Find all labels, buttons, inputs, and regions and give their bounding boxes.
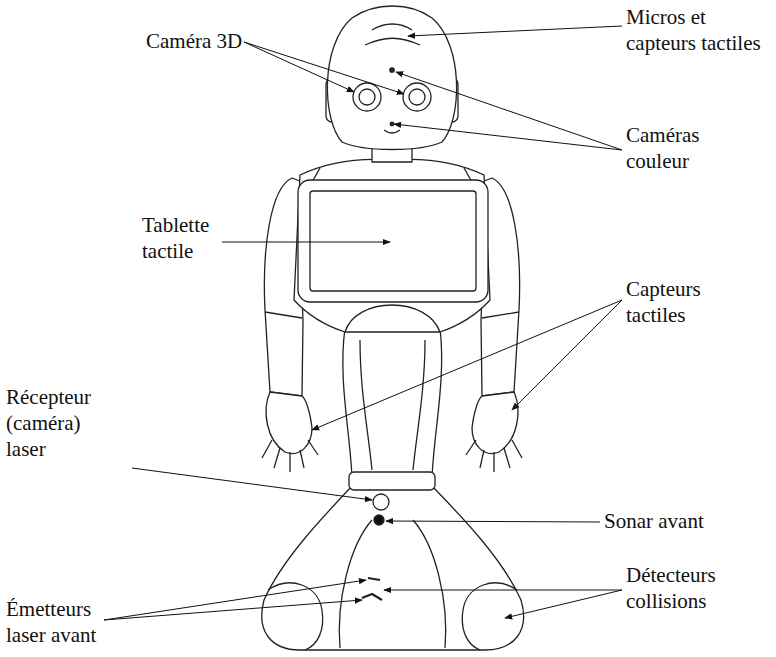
laser-emitters — [362, 578, 382, 600]
part-label: Micros et capteurs tactiles — [626, 4, 772, 56]
part-label: Détecteurs collisions — [626, 562, 746, 614]
right-fingers — [466, 440, 522, 472]
right-eye — [403, 83, 431, 111]
part-label: Sonar avant — [604, 508, 754, 534]
base-front — [339, 520, 445, 648]
leader-line — [312, 300, 622, 430]
left-eye — [353, 83, 381, 111]
right-eye-inner — [409, 89, 425, 105]
part-label: Caméra 3D — [146, 28, 256, 54]
bumper-left — [268, 583, 323, 650]
leader-line — [386, 521, 600, 522]
part-label: Capteurs tactiles — [626, 276, 736, 328]
head-sensors — [365, 24, 420, 45]
leader-line — [505, 590, 622, 618]
knee-band — [349, 472, 435, 490]
leader-line — [394, 124, 622, 150]
tablet — [298, 180, 488, 302]
left-fingers — [262, 440, 318, 472]
robot-head — [327, 6, 456, 150]
left-eye-inner — [359, 89, 375, 105]
robot-mouth — [384, 130, 400, 133]
leader-line — [396, 72, 622, 150]
leader-line — [244, 42, 354, 92]
laser-receiver — [373, 494, 389, 510]
leg-panel — [360, 340, 425, 470]
front-sonar — [374, 515, 384, 525]
part-label: Tablette tactile — [142, 212, 222, 264]
right-hand — [472, 392, 518, 453]
leader-line — [132, 468, 372, 500]
part-label: Récepteur (caméra) laser — [6, 384, 118, 462]
part-label: Caméras couleur — [626, 122, 736, 174]
robot-torso — [294, 159, 490, 332]
color-camera-top — [390, 68, 394, 72]
robot-leg — [343, 328, 442, 478]
color-camera-mouth — [390, 122, 394, 126]
leader-line — [244, 42, 404, 94]
part-label: Émetteurs laser avant — [6, 596, 106, 648]
leader-line — [104, 600, 362, 620]
leader-line — [104, 580, 366, 620]
leader-line — [512, 300, 622, 410]
bumper-right — [462, 583, 517, 650]
leader-line — [222, 242, 390, 243]
left-hand — [266, 392, 312, 453]
tablet-screen — [310, 191, 476, 291]
leader-line — [384, 590, 622, 591]
robot-base — [262, 486, 524, 650]
leader-line — [408, 26, 622, 36]
